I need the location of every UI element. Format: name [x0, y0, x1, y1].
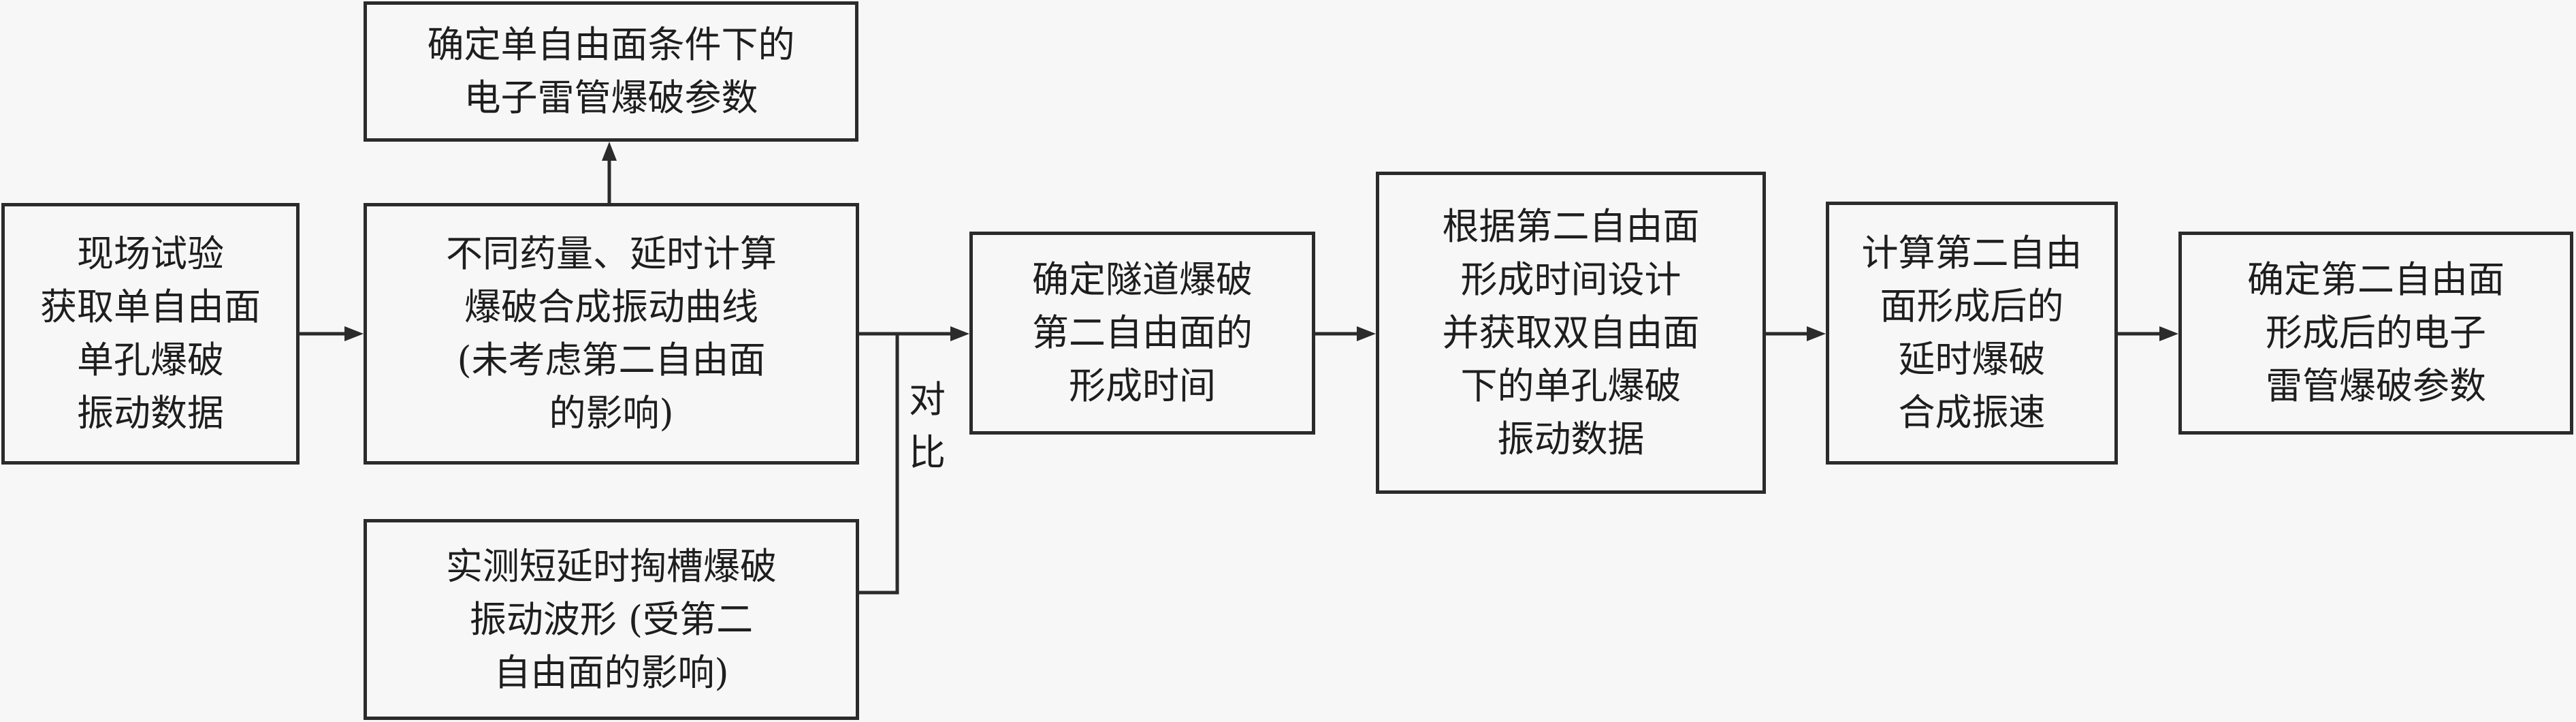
- connector-measured-to-compare: [859, 334, 899, 595]
- arrowhead-calc-to-final: [2159, 326, 2178, 341]
- arrowhead-tunnel-to-double: [1357, 326, 1376, 341]
- node-dose-delay-label: 不同药量、延时计算 爆破合成振动曲线 (未考虑第二自由面 的影响): [446, 232, 777, 435]
- arrowhead-dose-to-single: [602, 142, 617, 161]
- node-tunnel-time-label: 确定隧道爆破 第二自由面的 形成时间: [1032, 258, 1253, 407]
- arrowhead-double-to-calc: [1807, 326, 1826, 341]
- node-double-free-data-label: 根据第二自由面 形成时间设计 并获取双自由面 下的单孔爆破 振动数据: [1442, 204, 1700, 460]
- node-field-test-label: 现场试验 获取单自由面 单孔爆破 振动数据: [40, 232, 261, 435]
- node-measured-wave-label: 实测短延时掏槽爆破 振动波形 (受第二 自由面的影响): [446, 544, 777, 694]
- edge-label-compare: 对 比: [909, 378, 946, 474]
- node-single-free-params-label: 确定单自由面条件下的 电子雷管爆破参数: [427, 23, 795, 119]
- node-final-params: 确定第二自由面 形成后的电子 雷管爆破参数: [2178, 232, 2573, 435]
- arrowhead-field-to-dose: [344, 326, 364, 341]
- node-field-test: 现场试验 获取单自由面 单孔爆破 振动数据: [1, 203, 300, 465]
- node-calc-velocity-label: 计算第二自由 面形成后的 延时爆破 合成振速: [1861, 232, 2082, 434]
- node-single-free-params: 确定单自由面条件下的 电子雷管爆破参数: [364, 1, 858, 142]
- arrowhead-dose-to-tunnel: [950, 326, 969, 341]
- node-calc-velocity: 计算第二自由 面形成后的 延时爆破 合成振速: [1826, 202, 2118, 465]
- node-final-params-label: 确定第二自由面 形成后的电子 雷管爆破参数: [2247, 258, 2505, 407]
- node-double-free-data: 根据第二自由面 形成时间设计 并获取双自由面 下的单孔爆破 振动数据: [1376, 172, 1766, 494]
- node-measured-wave: 实测短延时掏槽爆破 振动波形 (受第二 自由面的影响): [364, 519, 859, 720]
- node-dose-delay: 不同药量、延时计算 爆破合成振动曲线 (未考虑第二自由面 的影响): [364, 203, 859, 465]
- node-tunnel-time: 确定隧道爆破 第二自由面的 形成时间: [969, 232, 1315, 435]
